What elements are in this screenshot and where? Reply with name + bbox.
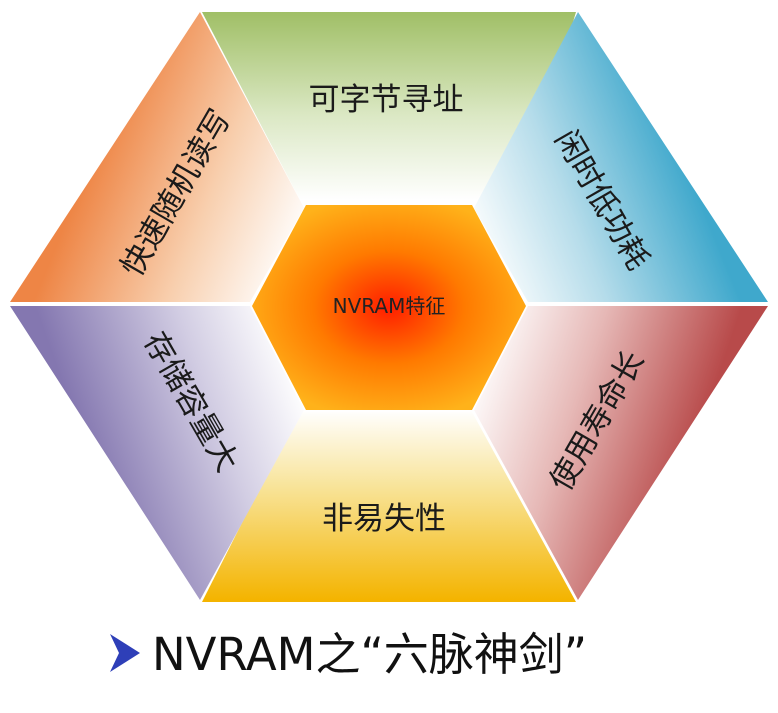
center-hexagon: [252, 205, 526, 410]
segment-top-right-shape: [474, 12, 768, 302]
caption: NVRAM之“六脉神剑”: [110, 628, 587, 681]
segment-label-byte-addressable: 可字节寻址: [309, 82, 464, 118]
segment-bottom-left-shape: [10, 306, 304, 600]
center-label: NVRAM特征: [333, 294, 446, 318]
segment-bottom-shape: [202, 412, 576, 602]
segment-top-shape: [202, 12, 576, 200]
caption-text: NVRAM之“六脉神剑”: [152, 628, 587, 681]
segment-top-left-shape: [10, 12, 304, 302]
segment-label-non-volatile: 非易失性: [322, 501, 446, 537]
bullet-arrow-icon: [110, 634, 140, 672]
segment-bottom-right-shape: [474, 306, 768, 600]
